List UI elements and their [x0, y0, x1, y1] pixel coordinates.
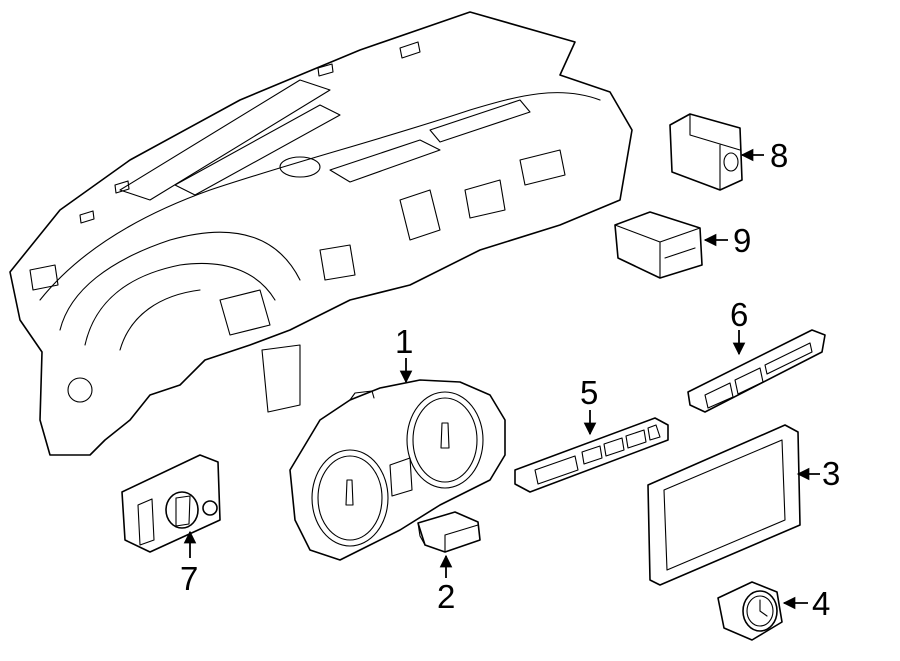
- analog-clock: [717, 581, 783, 641]
- callout-9: 9: [733, 222, 751, 259]
- callout-6: 6: [730, 296, 748, 333]
- callout-7: 7: [180, 560, 198, 597]
- callout-3: 3: [822, 455, 840, 492]
- callout-1: 1: [395, 323, 413, 360]
- callout-labels: 1 2 3 4 5 6 7 8 9: [180, 137, 840, 622]
- callout-8: 8: [770, 137, 788, 174]
- display-screen: [647, 424, 801, 586]
- rocker-switch: [614, 211, 703, 279]
- small-switch: [417, 511, 481, 553]
- instrument-panel-frame: [9, 11, 633, 456]
- socket-switch: [669, 113, 743, 191]
- headlight-switch: [121, 454, 221, 553]
- upper-switch-panel: [687, 329, 826, 413]
- callout-4: 4: [812, 585, 830, 622]
- reference-lines: [183, 148, 820, 610]
- callout-2: 2: [437, 578, 455, 615]
- switch-panel: [514, 417, 669, 493]
- callout-5: 5: [580, 374, 598, 411]
- instrument-cluster: [289, 379, 506, 561]
